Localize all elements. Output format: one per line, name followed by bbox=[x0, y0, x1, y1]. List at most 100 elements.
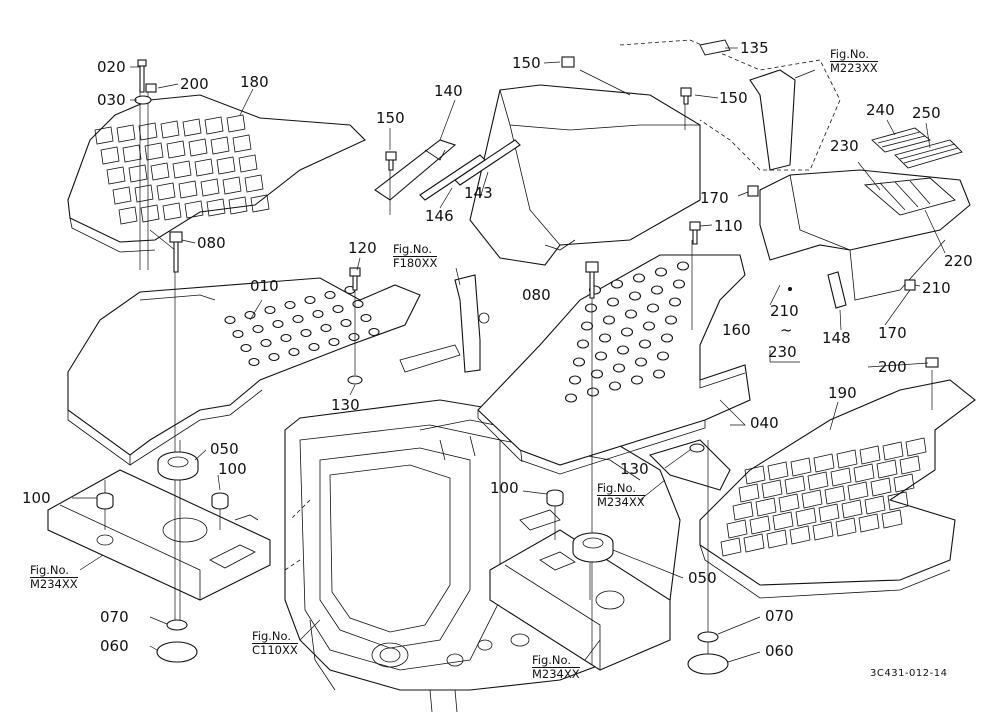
plate-hole bbox=[564, 393, 578, 403]
plate-hole bbox=[324, 290, 336, 300]
plate-hole bbox=[584, 303, 598, 313]
callout-135: 135 bbox=[740, 39, 769, 57]
step-grid-cell bbox=[847, 481, 869, 501]
plate-hole bbox=[264, 305, 276, 315]
bolt-080-left bbox=[169, 231, 183, 273]
callout-140: 140 bbox=[434, 82, 463, 100]
step-grid-cell bbox=[905, 437, 927, 457]
callout-130: 130 bbox=[620, 460, 649, 478]
plate-hole bbox=[650, 285, 664, 295]
plate-hole bbox=[360, 313, 372, 323]
drawing-code: 3C431-012-14 bbox=[870, 668, 948, 679]
step-grid-cell bbox=[112, 186, 132, 205]
callout-100: 100 bbox=[218, 460, 247, 478]
plate-hole bbox=[252, 324, 264, 334]
step-grid-cell bbox=[200, 178, 220, 197]
plate-hole bbox=[590, 369, 604, 379]
step-grid-cell bbox=[881, 509, 903, 529]
step-grid-cell bbox=[795, 507, 817, 527]
plate-hole bbox=[638, 339, 652, 349]
callout-150: 150 bbox=[719, 89, 748, 107]
callout-060: 060 bbox=[100, 637, 129, 655]
step-grid-cell bbox=[767, 461, 789, 481]
pin-148 bbox=[827, 271, 847, 309]
step-grid-cell bbox=[859, 445, 881, 465]
callout-146: 146 bbox=[425, 207, 454, 225]
step-grid-cell bbox=[232, 134, 252, 153]
plate-hole bbox=[368, 327, 380, 337]
range-tilde: ~ bbox=[780, 321, 793, 339]
plate-hole bbox=[630, 375, 644, 385]
step-grid-cell bbox=[899, 455, 921, 475]
step-grid-cell bbox=[94, 126, 114, 145]
plate-hole bbox=[606, 297, 620, 307]
plate-hole bbox=[320, 323, 332, 333]
step-grid-cell bbox=[732, 501, 754, 521]
plate-hole bbox=[288, 347, 300, 357]
plate-hole bbox=[268, 352, 280, 362]
plate-hole bbox=[260, 338, 272, 348]
bracket-135 bbox=[619, 39, 841, 171]
callout-080: 080 bbox=[197, 234, 226, 252]
step-grid-cell bbox=[743, 533, 765, 553]
step-grid-cell bbox=[790, 457, 812, 477]
step-grid-cell bbox=[194, 158, 214, 177]
transmission-case bbox=[284, 399, 681, 713]
fig-ref-m234-left: Fig.No. M234XX bbox=[30, 563, 78, 591]
callout-080: 080 bbox=[522, 286, 551, 304]
step-grid-cell bbox=[134, 184, 154, 203]
callout-020: 020 bbox=[97, 58, 126, 76]
plate-hole bbox=[656, 351, 670, 361]
step-grid-cell bbox=[893, 473, 915, 493]
plate-hole bbox=[352, 299, 364, 309]
step-grid-cell bbox=[830, 467, 852, 487]
bracket-f180 bbox=[399, 274, 490, 373]
cushion-100-a bbox=[96, 492, 114, 510]
step-grid-cell bbox=[184, 200, 204, 219]
washer-070-left bbox=[166, 619, 188, 631]
washer-130-center bbox=[689, 443, 705, 453]
callout-200: 200 bbox=[878, 358, 907, 376]
fig-ref-c110: Fig.No. C110XX bbox=[252, 629, 298, 657]
plate-hole bbox=[244, 310, 256, 320]
step-grid-cell bbox=[238, 154, 258, 173]
plate-hole bbox=[232, 329, 244, 339]
plate-hole bbox=[332, 304, 344, 314]
callout-leader-lines bbox=[72, 47, 946, 663]
callout-100: 100 bbox=[22, 489, 51, 507]
step-grid-cell bbox=[749, 515, 771, 535]
callout-050: 050 bbox=[688, 569, 717, 587]
callout-110: 110 bbox=[714, 217, 743, 235]
callout-210: 210 bbox=[922, 279, 951, 297]
step-grid-cell bbox=[807, 471, 829, 491]
callout-180: 180 bbox=[240, 73, 269, 91]
step-grid-cell bbox=[882, 441, 904, 461]
fig-ref-m234-bottom: Fig.No. M234XX bbox=[532, 653, 580, 681]
step-grid-cell bbox=[222, 176, 242, 195]
plate-hole bbox=[308, 342, 320, 352]
step-grid-cell bbox=[887, 491, 909, 511]
callout-150: 150 bbox=[512, 54, 541, 72]
nut-200-right bbox=[925, 357, 939, 368]
plate-hole bbox=[348, 332, 360, 342]
plate-hole bbox=[634, 357, 648, 367]
step-grid-cell bbox=[140, 204, 160, 223]
plate-010-holes bbox=[224, 285, 380, 367]
callout-200: 200 bbox=[180, 75, 209, 93]
plate-hole bbox=[272, 319, 284, 329]
fig-ref-m223: Fig.No. M223XX bbox=[830, 47, 878, 75]
step-grid-cell bbox=[172, 160, 192, 179]
callout-030: 030 bbox=[97, 91, 126, 109]
plate-hole bbox=[328, 337, 340, 347]
fig-ref-f180: Fig.No. F180XX bbox=[393, 242, 438, 270]
plate-hole bbox=[642, 321, 656, 331]
step-grid-cell bbox=[204, 116, 224, 135]
washer-030 bbox=[134, 95, 152, 105]
plate-hole bbox=[572, 357, 586, 367]
step-grid-cell bbox=[166, 140, 186, 159]
step-grid-cell bbox=[778, 493, 800, 513]
plate-hole bbox=[676, 261, 690, 271]
rod-143 bbox=[454, 139, 521, 186]
step-grid-cell bbox=[188, 138, 208, 157]
